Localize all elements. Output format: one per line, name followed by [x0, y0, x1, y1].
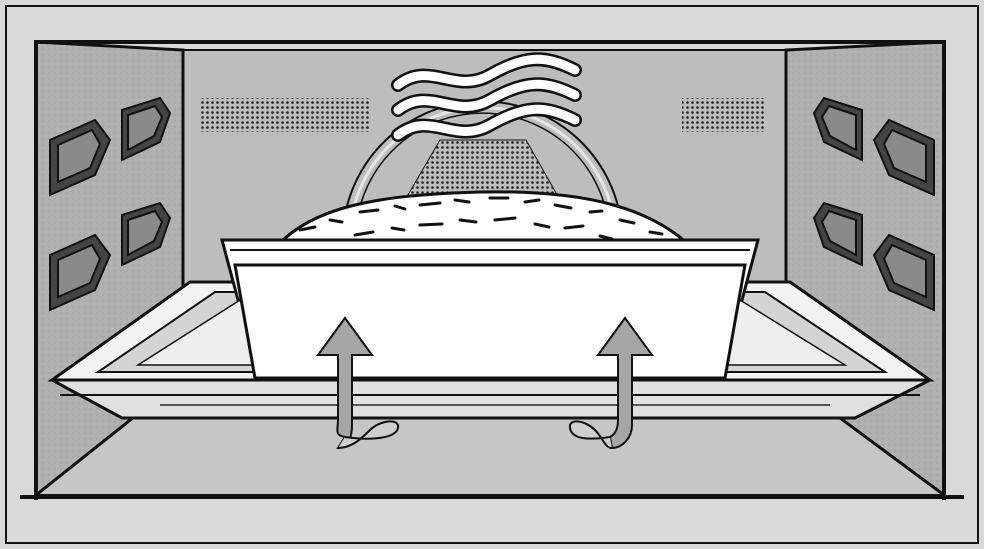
- right-vent: [682, 98, 766, 132]
- left-vent: [200, 98, 370, 132]
- loaf-tin: [222, 240, 758, 378]
